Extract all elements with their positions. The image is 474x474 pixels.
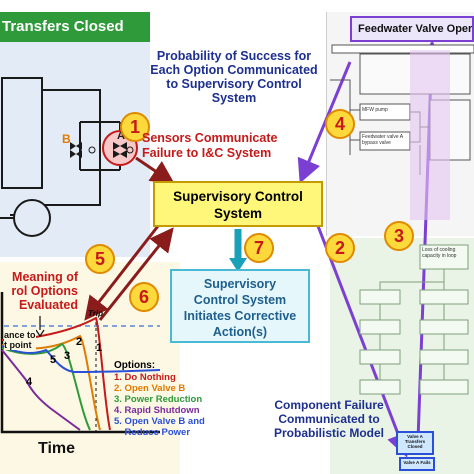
scs-line-2: System <box>213 206 263 221</box>
arrow-options <box>98 227 174 321</box>
comp-line-2: Communicated to <box>278 412 380 426</box>
curve-label-4: 4 <box>26 376 33 388</box>
options-legend: 1. Do Nothing 2. Open Valve B 3. Power R… <box>114 372 205 438</box>
curve-label-1: 1 <box>96 342 103 354</box>
annotation-line-2: t point <box>4 340 32 350</box>
valve-a-label: A <box>117 130 125 142</box>
meaning-line-1: Meaning of <box>12 270 78 284</box>
step-2-badge: 2 <box>325 233 355 263</box>
arrow-sensors <box>135 156 175 185</box>
annotation-line-1: ance to <box>4 330 36 340</box>
arrow-component-failure <box>316 225 410 458</box>
action-line-4: Action(s) <box>212 325 268 339</box>
curve-label-2: 2 <box>76 336 83 348</box>
option-5-continued: Reduce Power <box>114 427 191 438</box>
ft-node-valve-a-transfers: Valve A Transfers Closed <box>404 434 426 449</box>
option-3: 3. Power Reduction <box>114 394 203 405</box>
meaning-line-2: rol Options <box>11 284 78 298</box>
node-valve-a-transfers <box>396 431 434 455</box>
options-title: Options: <box>114 360 156 371</box>
feedwater-valve-box: Feedwater Valve Oper <box>350 16 474 42</box>
heat-exchanger-outline <box>1 77 43 189</box>
option-1: 1. Do Nothing <box>114 372 176 383</box>
margin-arrow <box>35 316 45 338</box>
option-4: 4. Rapid Shutdown <box>114 405 200 416</box>
step-4-badge: 4 <box>325 109 355 139</box>
supervisory-control-system-box: Supervisory Control System <box>153 181 323 227</box>
plot-axes <box>0 292 160 434</box>
ft-node-loss-cooling: Loss of cooling capacity in loop <box>422 247 457 259</box>
meaning-line-3: Evaluated <box>18 298 78 312</box>
option-2: 2. Open Valve B <box>114 383 186 394</box>
step-6-badge: 6 <box>129 282 159 312</box>
prob-line-1: Probability of Success for <box>156 49 312 63</box>
step-7-badge: 7 <box>244 233 274 263</box>
step-5-badge: 5 <box>85 244 115 274</box>
curve-label-5: 5 <box>50 354 57 366</box>
step-1-badge: 1 <box>120 112 150 142</box>
valve-b-label: B <box>62 132 71 146</box>
action-line-2: Control System <box>193 293 287 307</box>
sensors-text: Sensors Communicate Failure to I&C Syste… <box>142 131 277 161</box>
ft-node-mfw-pump: MFW pump <box>362 107 388 113</box>
sensors-line-2: Failure to I&C System <box>142 146 272 160</box>
comp-line-1: Component Failure <box>274 398 384 412</box>
corrective-action-box: Supervisory Control System Initiates Cor… <box>170 269 310 343</box>
action-line-3: Initiates Corrective <box>183 309 297 323</box>
meaning-text: Meaning of rol Options Evaluated <box>0 270 78 312</box>
prob-line-3: to Supervisory Control <box>166 77 302 91</box>
probability-text: Probability of Success for Each Option C… <box>136 49 332 105</box>
option-5: 5. Open Valve B and <box>114 416 205 427</box>
time-axis-label: Time <box>38 440 76 457</box>
plant-title-banner: Transfers Closed <box>0 12 150 42</box>
valve-a-icon <box>113 142 134 158</box>
sensors-line-1: Sensors Communicate <box>142 131 278 145</box>
plant-title: Transfers Closed <box>2 18 124 35</box>
prob-line-4: System <box>211 91 257 105</box>
arrow-meaning <box>84 225 160 321</box>
node-valve-a-fails <box>399 457 435 471</box>
prob-line-2: Each Option Communicated <box>150 63 318 77</box>
valve-b-icon <box>70 142 96 158</box>
action-line-1: Supervisory <box>203 277 277 291</box>
ft-node-feedwater: Feedwater valve A bypass valve <box>362 134 403 146</box>
pump-icon <box>0 199 51 237</box>
step-3-badge: 3 <box>384 221 414 251</box>
component-failure-text: Component Failure Communicated to Probab… <box>258 398 400 440</box>
trip-label: Trip <box>88 309 103 318</box>
scs-line-1: Supervisory Control <box>173 189 303 204</box>
arrow-action-head <box>229 258 247 272</box>
margin-annotation: ance to t point <box>4 330 36 350</box>
comp-line-3: Probabilistic Model <box>273 426 384 440</box>
fault-tree-lower <box>359 244 469 395</box>
ft-node-valve-a-fails: Valve A Fails <box>403 460 431 465</box>
fault-tree-upper <box>330 44 474 220</box>
curve-label-3: 3 <box>64 350 71 362</box>
